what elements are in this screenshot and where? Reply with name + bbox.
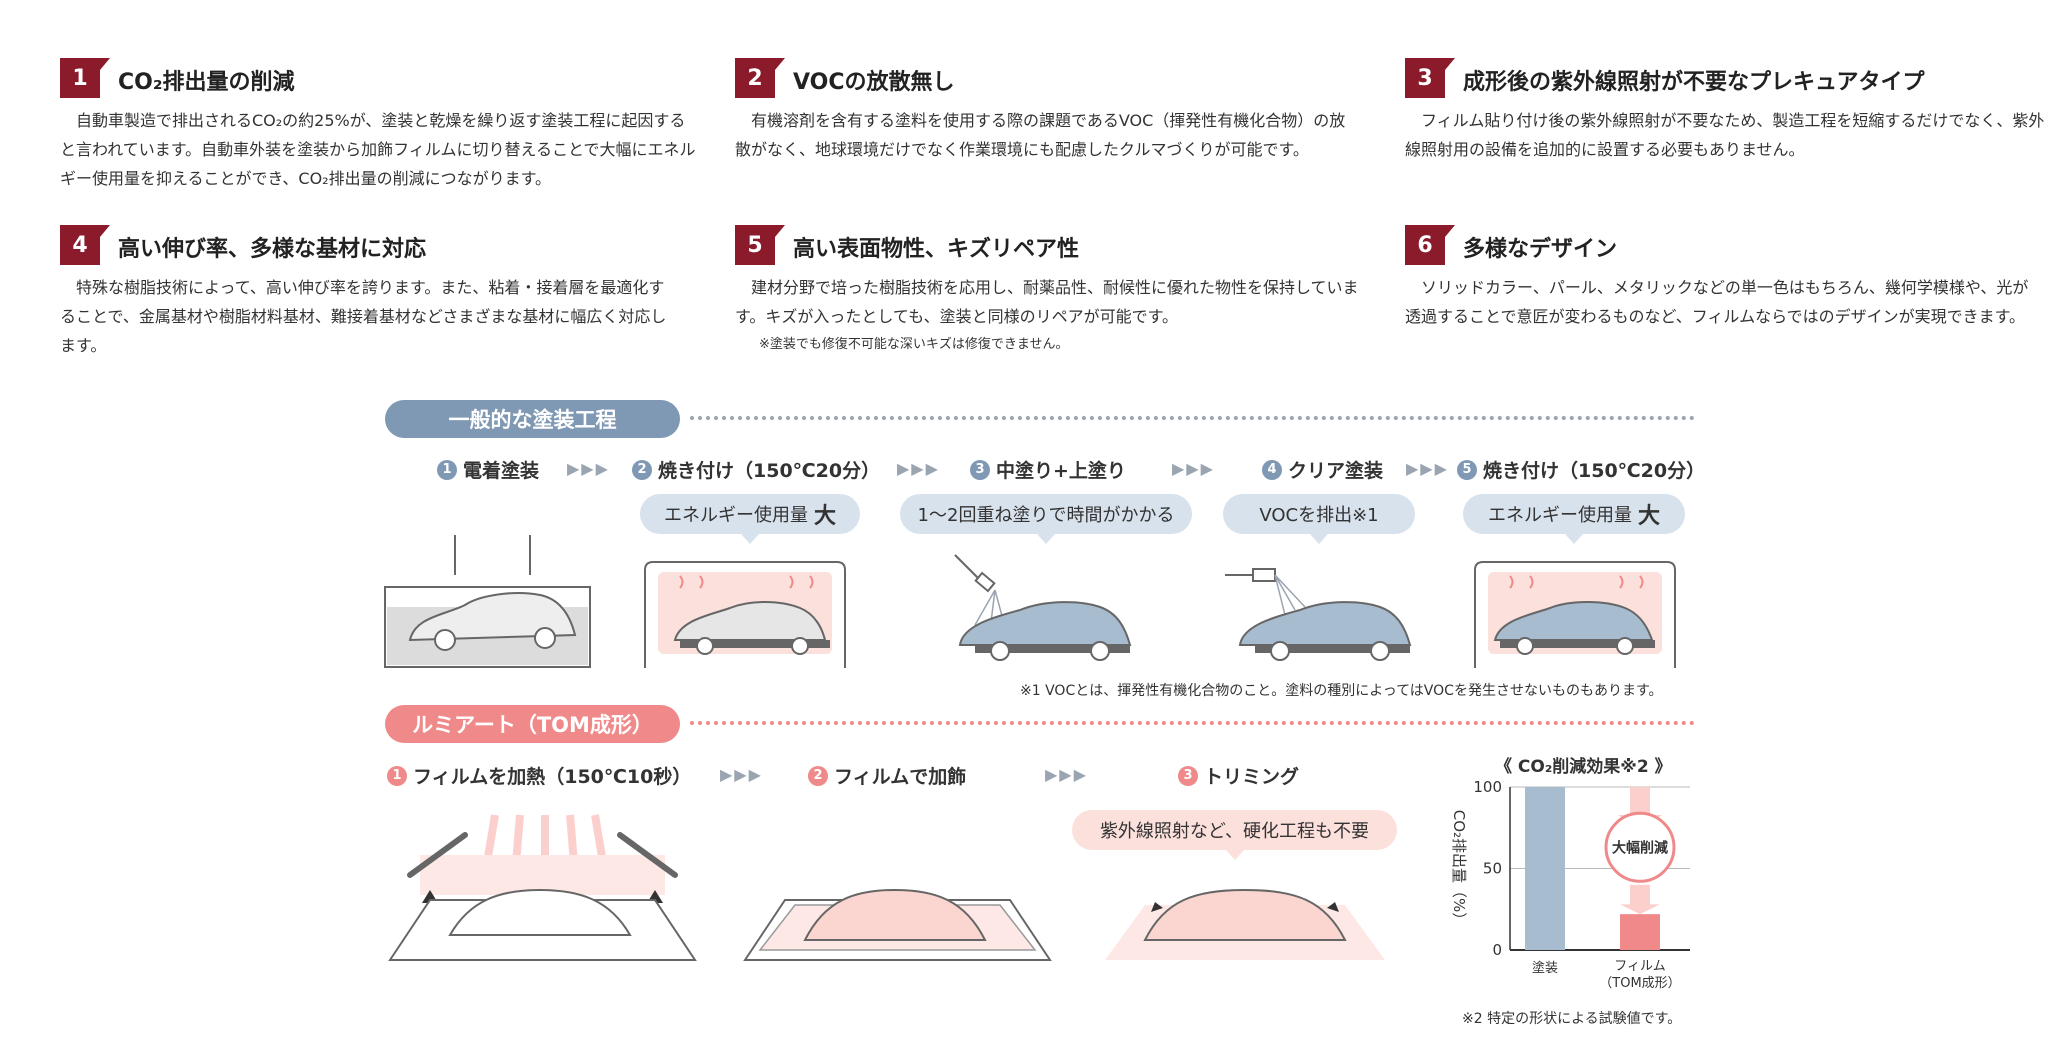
- step-arrows: ▶▶▶: [720, 765, 763, 784]
- baking-oven-illustration-2: [1474, 561, 1676, 668]
- step-label: 中塗り+上塗り: [996, 460, 1126, 482]
- lumiart-process-divider: [690, 721, 1695, 725]
- step-label: クリア塗装: [1288, 460, 1384, 482]
- step-number: 2: [632, 459, 652, 480]
- feature-title: 高い表面物性、キズリペア性: [793, 237, 1080, 262]
- bubble-strong: 大: [1637, 504, 1660, 529]
- step-number: 3: [1178, 765, 1198, 786]
- reduction-circle: [1604, 811, 1676, 883]
- step-label: 電着塗装: [463, 460, 540, 482]
- step-label: フィルムを加熱（150℃10秒）: [413, 766, 692, 788]
- film-decorating-illustration: [743, 888, 1052, 961]
- general-step-1: 1 電着塗装: [437, 456, 539, 483]
- feature-body: 建材分野で培った樹脂技術を応用し、耐薬品性、耐候性に優れた物性を保持しています。…: [735, 278, 1359, 326]
- baking-oven-illustration-1: [644, 561, 846, 668]
- general-process-label: 一般的な塗装工程: [385, 400, 680, 438]
- feature-body: 有機溶剤を含有する塗料を使用する際の課題であるVOC（揮発性有機化合物）の放散が…: [735, 111, 1346, 159]
- bubble-text: エネルギー使用量: [1487, 505, 1632, 526]
- y-tick-label: 50: [1483, 860, 1502, 878]
- reduction-arrow-shaft: [1630, 787, 1650, 817]
- film-heating-illustration: [388, 814, 697, 961]
- chart-footnote: ※2 特定の形状による試験値です。: [1462, 1011, 1682, 1027]
- feature-body: 特殊な樹脂技術によって、高い伸び率を誇ります。また、粘着・接着層を最適化すること…: [60, 278, 667, 355]
- feature-number-badge: 3: [1405, 58, 1455, 98]
- feature-title: 成形後の紫外線照射が不要なプレキュアタイプ: [1463, 70, 1925, 95]
- chart-title: 《 CO₂削減効果※2 》: [1495, 757, 1672, 777]
- general-step-3: 3 中塗り+上塗り: [970, 456, 1126, 483]
- step-label: 焼き付け（150℃20分）: [1483, 460, 1706, 482]
- feature-title: 多様なデザイン: [1463, 237, 1618, 262]
- general-step-2: 2 焼き付け（150℃20分）: [632, 456, 880, 483]
- bubble-text: エネルギー使用量: [663, 505, 808, 526]
- feature-body: フィルム貼り付け後の紫外線照射が不要なため、製造工程を短縮するだけでなく、紫外線…: [1405, 111, 2045, 159]
- category-label: （TOM成形）: [1599, 976, 1680, 991]
- feature-note: ※塗装でも修復不可能な深いキズは修復できません。: [759, 337, 1069, 352]
- energy-bubble-2: エネルギー使用量大: [1463, 494, 1685, 544]
- recoat-bubble: 1～2回重ね塗りで時間がかかる: [900, 494, 1192, 544]
- feature-number-badge: 5: [735, 225, 785, 265]
- bubble-strong: 大: [813, 504, 836, 529]
- no-curing-bubble: 紫外線照射など、硬化工程も不要: [1072, 810, 1397, 860]
- voc-footnote: ※1 VOCとは、揮発性有機化合物のこと。塗料の種別によってはVOCを発生させな…: [1020, 683, 1663, 699]
- category-label: フィルム: [1614, 959, 1665, 974]
- lumiart-step-3: 3 トリミング: [1178, 762, 1299, 789]
- step-number: 5: [1457, 459, 1477, 480]
- step-label: フィルムで加飾: [834, 766, 967, 788]
- energy-bubble-1: エネルギー使用量大: [640, 494, 860, 544]
- step-arrows: ▶▶▶: [1172, 459, 1215, 478]
- bar-1: [1525, 787, 1565, 950]
- step-number: 1: [387, 765, 407, 786]
- step-arrows: ▶▶▶: [1406, 459, 1449, 478]
- bubble-text: 紫外線照射など、硬化工程も不要: [1099, 821, 1370, 842]
- lumiart-step-1: 1 フィルムを加熱（150℃10秒）: [387, 762, 691, 789]
- step-label: トリミング: [1204, 766, 1300, 788]
- y-tick-label: 0: [1492, 941, 1502, 959]
- step-arrows: ▶▶▶: [897, 459, 940, 478]
- step-label: 焼き付け（150℃20分）: [658, 460, 881, 482]
- bubble-text: VOCを排出※1: [1259, 505, 1379, 526]
- y-axis-label: CO₂排出量（%）: [1450, 810, 1468, 928]
- feature-title: CO₂排出量の削減: [118, 70, 295, 95]
- feature-body: ソリッドカラー、パール、メタリックなどの単一色はもちろん、幾何学模様や、光が透過…: [1405, 278, 2029, 326]
- bubble-text: 1～2回重ね塗りで時間がかかる: [917, 505, 1175, 526]
- category-label: 塗装: [1532, 960, 1558, 976]
- spray-painting-illustration-2: [1225, 568, 1412, 661]
- trimming-illustration: [1105, 888, 1385, 960]
- feature-number-badge: 2: [735, 58, 785, 98]
- co2-reduction-chart: CO₂排出量（%） 0 50 100 塗装 フィルム （TOM成形） 大幅削減: [1450, 778, 1690, 991]
- step-arrows: ▶▶▶: [1045, 765, 1088, 784]
- y-tick-label: 100: [1473, 778, 1502, 796]
- feature-number-badge: 1: [60, 58, 110, 98]
- lumiart-step-2: 2 フィルムで加飾: [808, 762, 966, 789]
- general-step-4: 4 クリア塗装: [1262, 456, 1383, 483]
- step-number: 2: [808, 765, 828, 786]
- feature-body: 自動車製造で排出されるCO₂の約25%が、塗装と乾燥を繰り返す塗装工程に起因する…: [60, 111, 696, 188]
- spray-painting-illustration-1: [954, 554, 1132, 661]
- step-arrows: ▶▶▶: [567, 459, 610, 478]
- step-number: 1: [437, 459, 457, 480]
- lumiart-process-label: ルミアート（TOM成形）: [385, 705, 680, 743]
- general-process-divider: [690, 416, 1695, 420]
- reduction-label: 大幅削減: [1612, 839, 1668, 856]
- feature-number-badge: 4: [60, 225, 110, 265]
- electrodeposition-illustration: [384, 535, 591, 668]
- bar-2: [1620, 914, 1660, 950]
- step-number: 3: [970, 459, 990, 480]
- step-number: 4: [1262, 459, 1282, 480]
- feature-title: VOCの放散無し: [793, 70, 955, 95]
- voc-bubble: VOCを排出※1: [1223, 494, 1415, 544]
- reduction-arrow-lower: [1620, 884, 1660, 915]
- feature-number-badge: 6: [1405, 225, 1455, 265]
- general-step-5: 5 焼き付け（150℃20分）: [1457, 456, 1705, 483]
- feature-title: 高い伸び率、多様な基材に対応: [118, 237, 427, 262]
